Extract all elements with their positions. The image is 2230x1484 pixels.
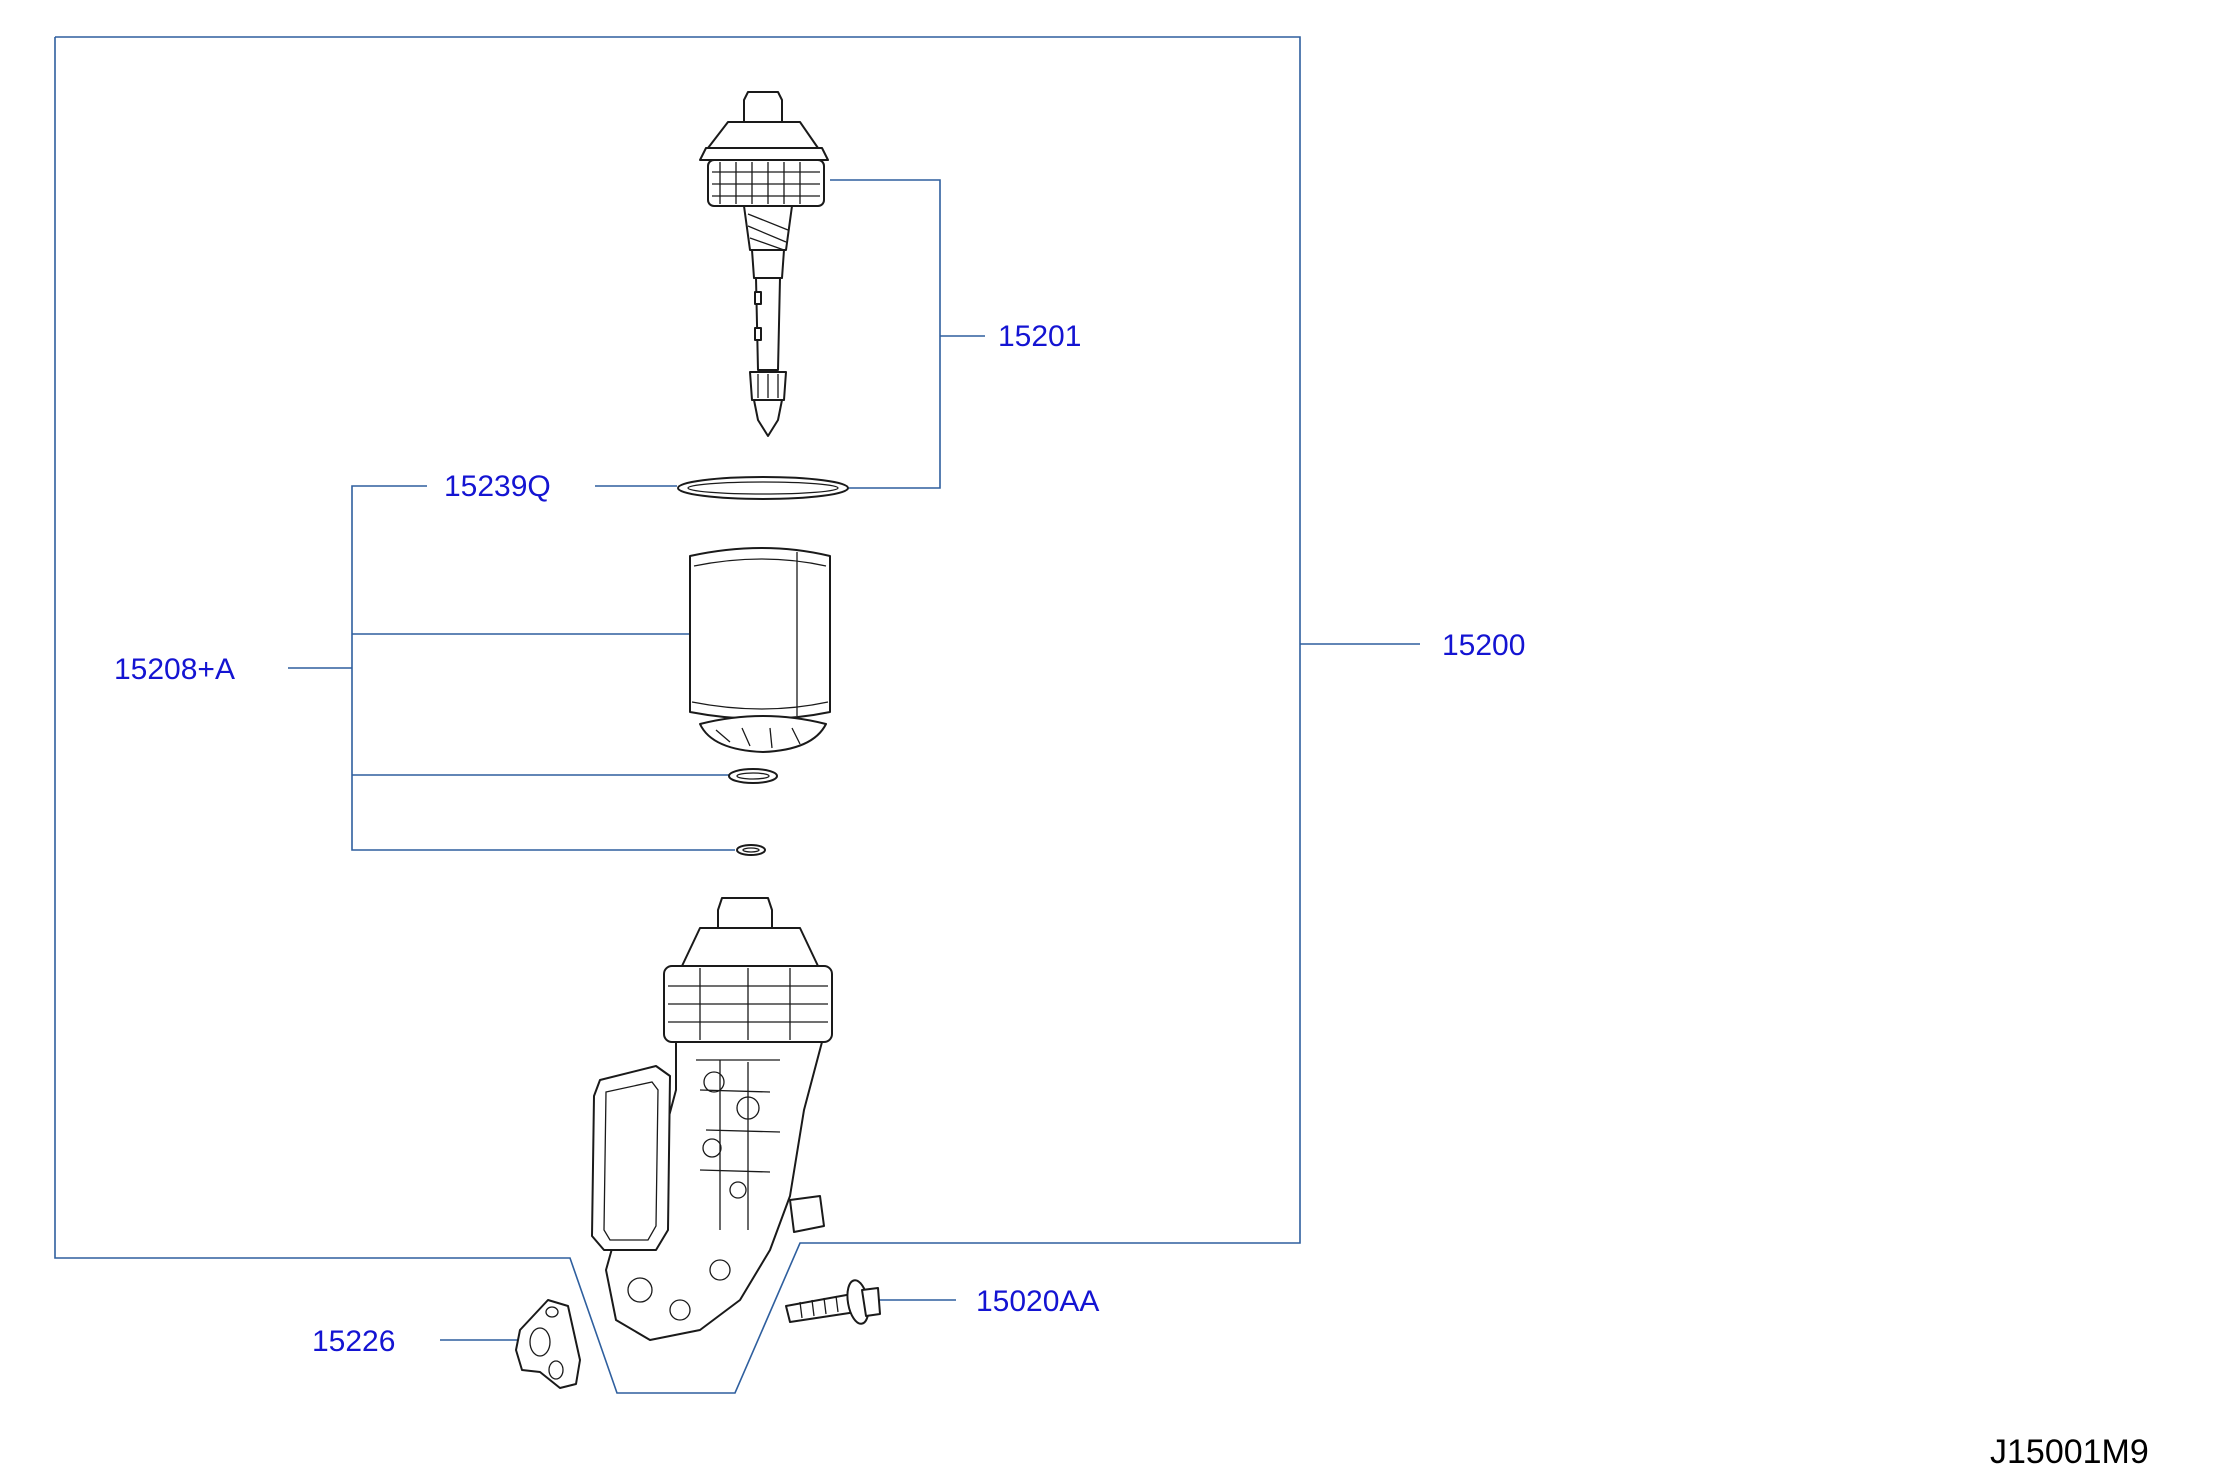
leader-lines — [288, 179, 1420, 1341]
adapter-gasket-part-icon — [515, 1299, 581, 1389]
assembly-boundary-line — [54, 36, 1301, 1394]
diagram-code: J15001M9 — [1990, 1433, 2149, 1471]
label-15239q: 15239Q — [444, 470, 551, 503]
bolt-part-icon — [785, 1279, 881, 1325]
label-15201: 15201 — [998, 320, 1081, 353]
label-15020aa: 15020AA — [976, 1285, 1099, 1318]
label-15208a: 15208+A — [114, 653, 235, 686]
filter-element-part-icon — [689, 547, 831, 753]
cap-stem-part-icon — [699, 91, 829, 437]
label-15200: 15200 — [1442, 629, 1525, 662]
gasket-part-icon — [677, 476, 849, 500]
leader-15201 — [830, 179, 941, 489]
label-15226: 15226 — [312, 1325, 395, 1358]
leader-15208a-bracket — [351, 485, 735, 851]
filter-housing-part-icon — [591, 897, 833, 1341]
o-ring-part-icon — [728, 768, 778, 856]
